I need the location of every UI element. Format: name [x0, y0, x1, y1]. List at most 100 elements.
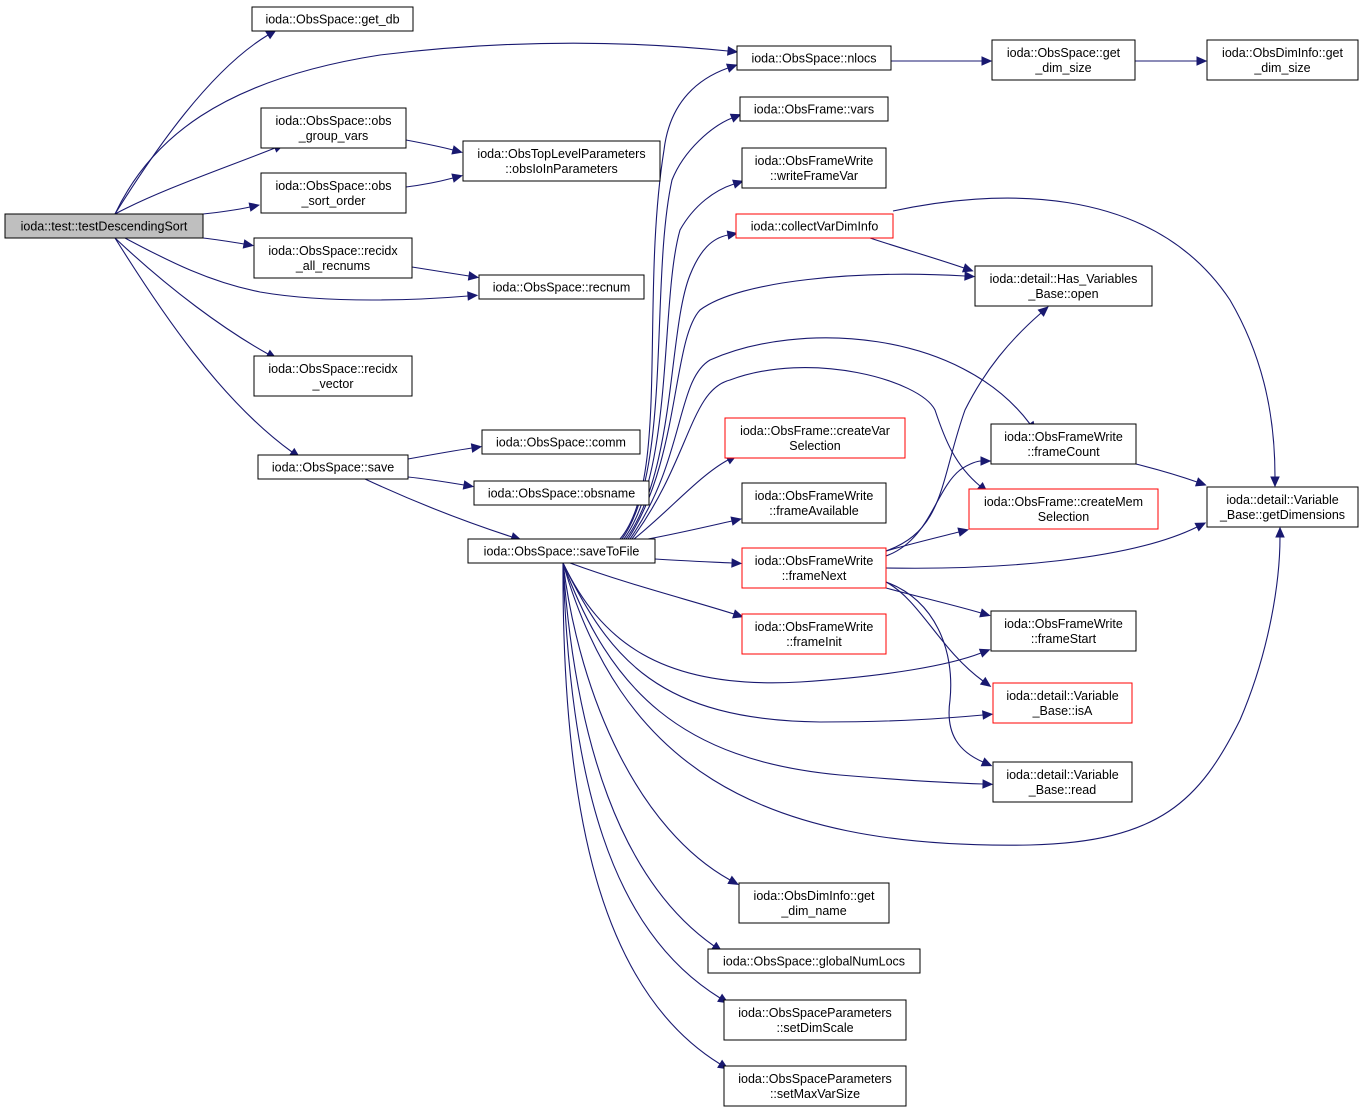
node-dim_get_dim_size[interactable]: ioda::ObsDimInfo::get_dim_size: [1206, 39, 1359, 81]
node-box: [741, 613, 887, 655]
arrowhead-icon: [957, 527, 969, 537]
node-box: [707, 948, 921, 974]
arrowhead-icon: [982, 779, 994, 789]
edge-frameCount-to-getDimensions: [1135, 463, 1207, 487]
edge-line: [114, 42, 729, 215]
edge-frameNext-to-read: [885, 581, 993, 767]
node-obsname[interactable]: ioda::ObsSpace::obsname: [473, 480, 650, 506]
node-label: ioda::ObsSpace::saveToFile: [484, 545, 640, 559]
node-frameNext[interactable]: ioda::ObsFrameWrite::frameNext: [741, 547, 887, 589]
node-label: ioda::collectVarDimInfo: [751, 220, 879, 234]
node-save[interactable]: ioda::ObsSpace::save: [257, 454, 409, 480]
node-frameCount[interactable]: ioda::ObsFrameWrite::frameCount: [990, 423, 1137, 465]
node-obs_group_vars[interactable]: ioda::ObsSpace::obs_group_vars: [260, 107, 407, 149]
edge-saveToFile-to-vars: [621, 113, 742, 540]
node-label: Selection: [789, 439, 840, 453]
node-box: [738, 882, 890, 924]
edge-line: [625, 234, 729, 540]
node-nlocs[interactable]: ioda::ObsSpace::nlocs: [736, 45, 892, 71]
node-box: [1206, 486, 1359, 528]
node-setMaxVarSize[interactable]: ioda::ObsSpaceParameters::setMaxVarSize: [723, 1065, 907, 1107]
node-box: [741, 547, 887, 589]
edge-nlocs-to-get_dim_size: [891, 56, 993, 66]
node-frameStart[interactable]: ioda::ObsFrameWrite::frameStart: [990, 610, 1137, 652]
node-recnum[interactable]: ioda::ObsSpace::recnum: [478, 274, 645, 300]
node-label: _all_recnums: [295, 259, 370, 273]
node-box: [723, 1065, 907, 1107]
node-box: [736, 45, 892, 71]
edge-save-to-comm: [407, 443, 483, 460]
node-writeFrameVar[interactable]: ioda::ObsFrameWrite::writeFrameVar: [741, 147, 887, 189]
node-box: [478, 274, 645, 300]
node-box: [473, 480, 650, 506]
node-label: ::frameInit: [786, 635, 842, 649]
node-recidx_all_recnums[interactable]: ioda::ObsSpace::recidx_all_recnums: [253, 237, 413, 279]
node-recidx_vector[interactable]: ioda::ObsSpace::recidx_vector: [253, 355, 413, 397]
arrowhead-icon: [242, 239, 255, 249]
node-label: ioda::ObsFrameWrite: [755, 489, 874, 503]
node-label: _Base::open: [1027, 287, 1098, 301]
arrowhead-icon: [727, 875, 739, 886]
node-comm[interactable]: ioda::ObsSpace::comm: [481, 429, 641, 455]
edge-line: [202, 237, 245, 245]
edge-line: [562, 562, 984, 723]
node-label: ioda::ObsFrameWrite: [755, 620, 874, 634]
edge-line: [627, 273, 966, 540]
node-vars[interactable]: ioda::ObsFrame::vars: [739, 96, 889, 122]
edge-root-to-recidx_vector: [114, 237, 277, 360]
call-nodes: ioda::test::testDescendingSortioda::ObsS…: [4, 6, 1359, 1107]
edge-saveToFile-to-open: [627, 271, 976, 540]
node-label: ioda::ObsSpace::nlocs: [751, 52, 876, 66]
edge-root-to-recidx_all_recnums: [202, 237, 255, 249]
node-frameInit[interactable]: ioda::ObsFrameWrite::frameInit: [741, 613, 887, 655]
node-read[interactable]: ioda::detail::Variable_Base::read: [992, 761, 1133, 803]
node-obsIoInParameters[interactable]: ioda::ObsTopLevelParameters::obsIoInPara…: [462, 140, 661, 182]
node-label: ioda::ObsSpace::obs: [275, 179, 391, 193]
node-label: ioda::ObsSpace::get: [1007, 46, 1121, 60]
edge-line: [562, 562, 982, 684]
edge-root-to-obs_group_vars: [114, 143, 285, 215]
node-setDimScale[interactable]: ioda::ObsSpaceParameters::setDimScale: [723, 999, 907, 1041]
arrowhead-icon: [726, 230, 739, 240]
edge-line: [562, 562, 984, 785]
node-frameAvailable[interactable]: ioda::ObsFrameWrite::frameAvailable: [741, 482, 887, 524]
edge-line: [654, 558, 733, 564]
node-get_dim_name[interactable]: ioda::ObsDimInfo::get_dim_name: [738, 882, 890, 924]
node-box: [260, 172, 407, 214]
node-box: [968, 488, 1159, 530]
edge-line: [202, 206, 251, 215]
edge-line: [569, 562, 735, 615]
node-isA[interactable]: ioda::detail::Variable_Base::isA: [992, 682, 1133, 724]
edge-save-to-obsname: [407, 476, 475, 490]
node-label: _dim_size: [1034, 61, 1091, 75]
edge-frameNext-to-isA: [885, 581, 992, 688]
node-box: [481, 429, 641, 455]
node-label: ::setMaxVarSize: [770, 1087, 860, 1101]
node-open[interactable]: ioda::detail::Has_Variables_Base::open: [974, 265, 1153, 307]
node-get_db[interactable]: ioda::ObsSpace::get_db: [251, 6, 414, 32]
node-globalNumLocs[interactable]: ioda::ObsSpace::globalNumLocs: [707, 948, 921, 974]
node-label: ::frameNext: [782, 569, 847, 583]
edge-recidx_all_recnums-to-recnum: [411, 266, 480, 281]
node-box: [735, 213, 894, 239]
node-obs_sort_order[interactable]: ioda::ObsSpace::obs_sort_order: [260, 172, 407, 214]
node-label: ioda::ObsSpace::comm: [496, 436, 626, 450]
node-collectVarDimInfo[interactable]: ioda::collectVarDimInfo: [735, 213, 894, 239]
node-getDimensions[interactable]: ioda::detail::Variable_Base::getDimensio…: [1206, 486, 1359, 528]
edge-line: [562, 536, 1281, 846]
node-get_dim_size[interactable]: ioda::ObsSpace::get_dim_size: [991, 39, 1136, 81]
node-label: ::obsIoInParameters: [505, 162, 618, 176]
edge-saveToFile-to-isA: [562, 562, 994, 723]
edge-line: [114, 34, 269, 215]
edge-saveToFile-to-frameNext: [654, 558, 743, 568]
edge-saveToFile-to-read: [562, 562, 994, 789]
edge-line: [647, 520, 733, 540]
node-label: ioda::ObsFrame::createMem: [984, 495, 1143, 509]
node-label: ioda::ObsFrameWrite: [755, 554, 874, 568]
edge-obs_group_vars-to-obsIoInParameters: [405, 139, 463, 155]
node-saveToFile[interactable]: ioda::ObsSpace::saveToFile: [467, 538, 656, 564]
node-box: [4, 213, 204, 239]
node-label: ::frameStart: [1031, 632, 1097, 646]
